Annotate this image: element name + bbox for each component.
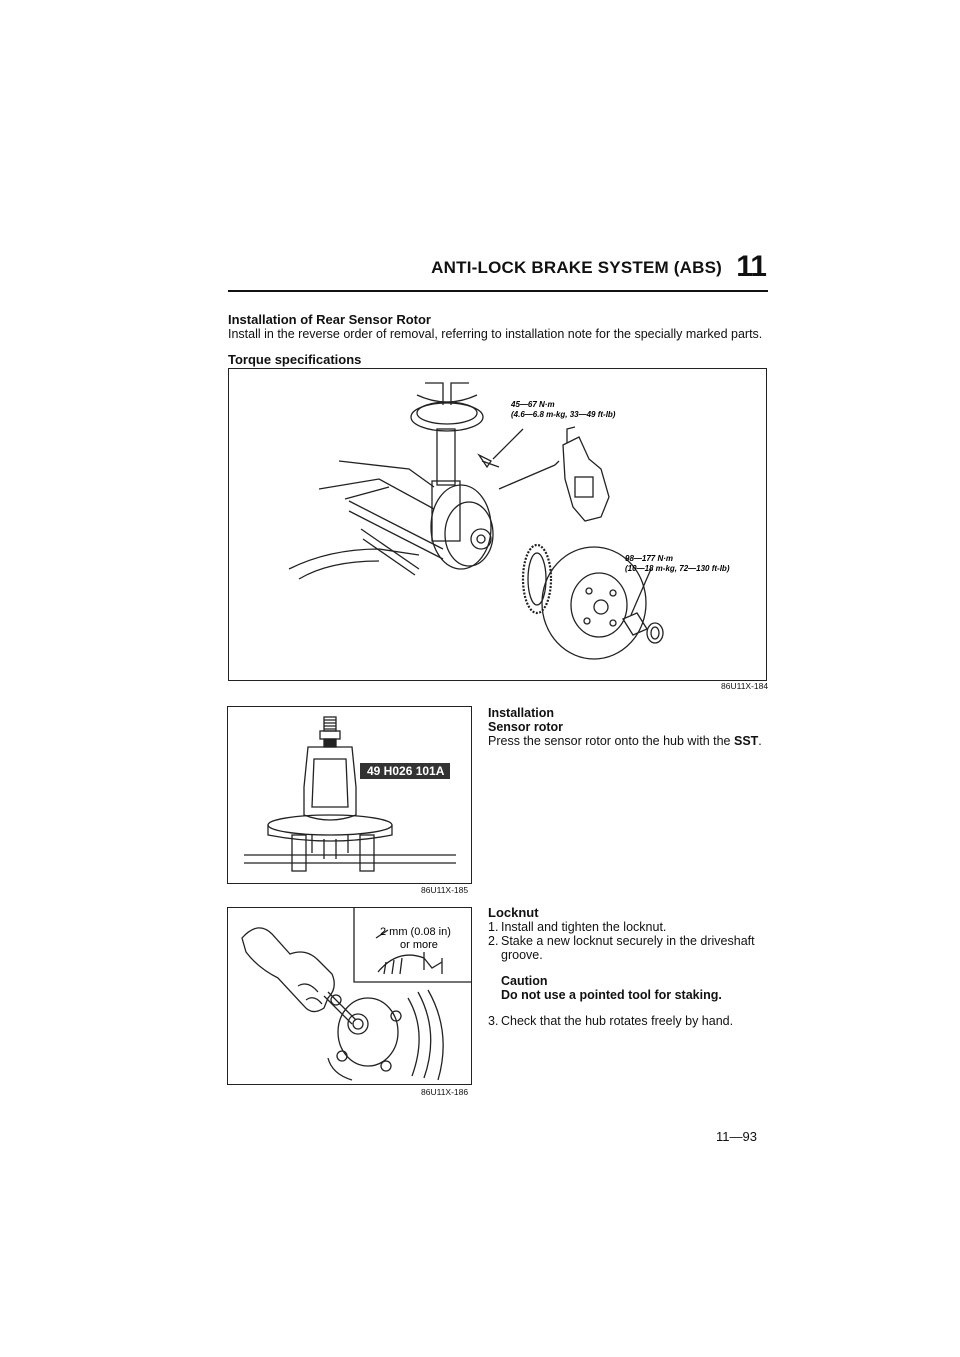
locknut-staking-drawing: 2 mm (0.08 in) or more	[241, 908, 471, 1081]
step-text: Stake a new locknut securely in the driv…	[501, 934, 755, 962]
locknut-heading: Locknut	[488, 905, 539, 920]
header-title: ANTI-LOCK BRAKE SYSTEM (ABS)	[431, 258, 722, 277]
torque-spec-lower-line1: 98—177 N·m	[625, 554, 673, 563]
sensor-rotor-subheading: Sensor rotor	[488, 720, 564, 734]
header-rule	[228, 290, 768, 292]
figure-code-locknut: 86U11X-186	[421, 1087, 469, 1097]
locknut-step: 1.Install and tighten the locknut.	[488, 920, 778, 934]
caution-text: Do not use a pointed tool for staking.	[501, 988, 722, 1002]
torque-spec-upper-line2: (4.6—6.8 m-kg, 33—49 ft-lb)	[511, 410, 616, 419]
sst-tool-label: 49 H026 101A	[367, 764, 445, 778]
locknut-step: 2.Stake a new locknut securely in the dr…	[488, 934, 778, 962]
caution-title: Caution	[501, 974, 548, 988]
locknut-text: Locknut 1.Install and tighten the locknu…	[488, 905, 778, 1029]
figure-code-main: 86U11X-184	[721, 681, 769, 691]
locknut-step: 3.Check that the hub rotates freely by h…	[488, 1014, 778, 1028]
figure-code-sensor: 86U11X-185	[421, 885, 469, 895]
installation-heading: Installation	[488, 706, 554, 720]
rear-hub-exploded-figure: 45—67 N·m (4.6—6.8 m-kg, 33—49 ft-lb) 98…	[228, 368, 767, 681]
step-text: Install and tighten the locknut.	[501, 920, 667, 934]
dimension-line2: or more	[400, 939, 438, 951]
torque-spec-lower-line2: (10—18 m-kg, 72—130 ft-lb)	[625, 564, 730, 573]
installation-body-suffix: .	[758, 734, 762, 748]
rear-hub-exploded-drawing: 45—67 N·m (4.6—6.8 m-kg, 33—49 ft-lb) 98…	[288, 382, 730, 660]
step-number: 1.	[488, 920, 499, 934]
step-text: Check that the hub rotates freely by han…	[501, 1014, 734, 1028]
installation-text: Installation Sensor rotor Press the sens…	[488, 706, 778, 748]
chapter-number: 11	[736, 250, 767, 283]
section-body: Install in the reverse order of removal,…	[228, 327, 763, 341]
dimension-line1: 2 mm (0.08 in)	[380, 926, 451, 938]
installation-body-prefix: Press the sensor rotor onto the hub with…	[488, 734, 734, 748]
sst-term: SST	[733, 734, 759, 748]
torque-title: Torque specifications	[228, 352, 362, 367]
installation-body: Press the sensor rotor onto the hub with…	[488, 734, 778, 748]
section-title: Installation of Rear Sensor Rotor	[228, 312, 431, 327]
step-number: 2.	[488, 934, 499, 948]
locknut-staking-figure: 2 mm (0.08 in) or more	[227, 907, 472, 1085]
torque-spec-upper-line1: 45—67 N·m	[510, 400, 555, 409]
step-number: 3.	[488, 1014, 499, 1028]
sensor-rotor-press-drawing: 49 H026 101A	[244, 716, 456, 872]
page-header: ANTI-LOCK BRAKE SYSTEM (ABS) 11	[228, 250, 768, 292]
page-number: 11—93	[716, 1129, 757, 1144]
sensor-rotor-press-figure: 49 H026 101A	[227, 706, 472, 884]
